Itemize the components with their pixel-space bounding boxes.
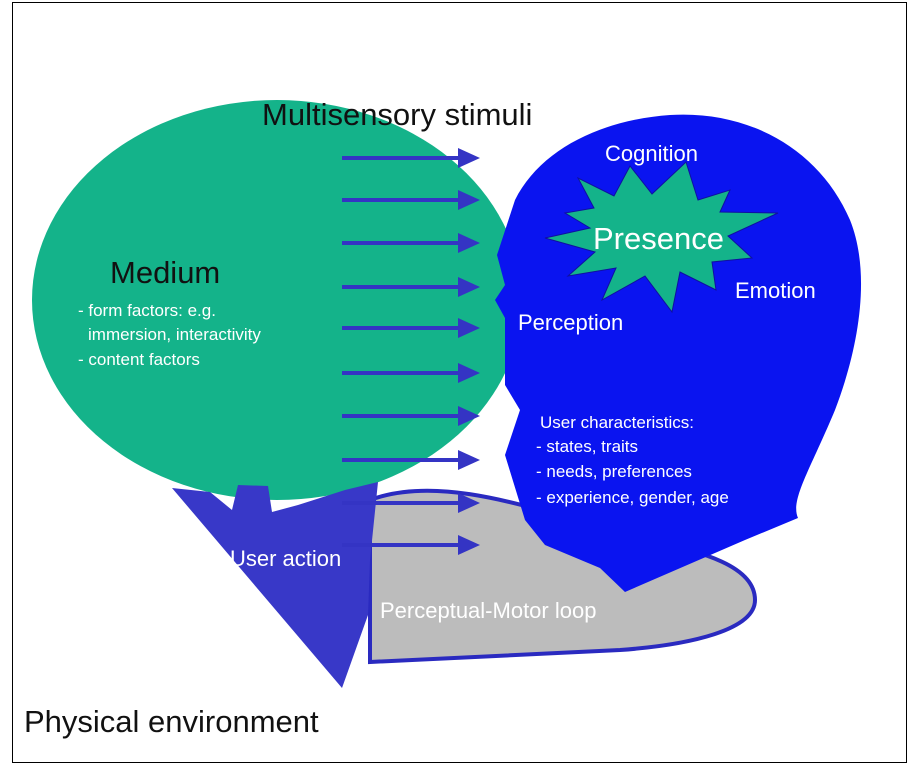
stimulus-arrow-head-10 xyxy=(458,535,480,555)
user-characteristics-3: - experience, gender, age xyxy=(536,488,729,507)
multisensory-label: Multisensory stimuli xyxy=(262,97,532,132)
presence-starburst xyxy=(544,161,779,314)
user-characteristics-2: - needs, preferences xyxy=(536,462,692,481)
user-action-label: User action xyxy=(230,546,341,571)
stimulus-arrow-head-5 xyxy=(458,318,480,338)
cognition-label: Cognition xyxy=(605,141,698,166)
medium-line-3: - content factors xyxy=(78,350,200,369)
stimulus-arrow-head-6 xyxy=(458,363,480,383)
emotion-label: Emotion xyxy=(735,278,816,303)
presence-label: Presence xyxy=(593,221,724,256)
stimulus-arrow-head-3 xyxy=(458,233,480,253)
medium-line-1: - form factors: e.g. xyxy=(78,301,216,320)
stimulus-arrow-head-2 xyxy=(458,190,480,210)
stimuli-arrows xyxy=(342,148,480,555)
medium-line-2: immersion, interactivity xyxy=(88,325,261,344)
user-hand-shape xyxy=(172,482,378,688)
stimulus-arrow-head-4 xyxy=(458,277,480,297)
stimulus-arrow-head-7 xyxy=(458,406,480,426)
user-characteristics-1: - states, traits xyxy=(536,437,638,456)
physical-environment-label: Physical environment xyxy=(24,704,319,739)
perceptual-motor-loop-label: Perceptual-Motor loop xyxy=(380,598,596,623)
perception-label: Perception xyxy=(518,310,623,335)
stimulus-arrow-head-9 xyxy=(458,493,480,513)
stimulus-arrow-head-1 xyxy=(458,148,480,168)
medium-title: Medium xyxy=(110,255,220,290)
stimulus-arrow-head-8 xyxy=(458,450,480,470)
user-characteristics-title: User characteristics: xyxy=(540,413,694,432)
